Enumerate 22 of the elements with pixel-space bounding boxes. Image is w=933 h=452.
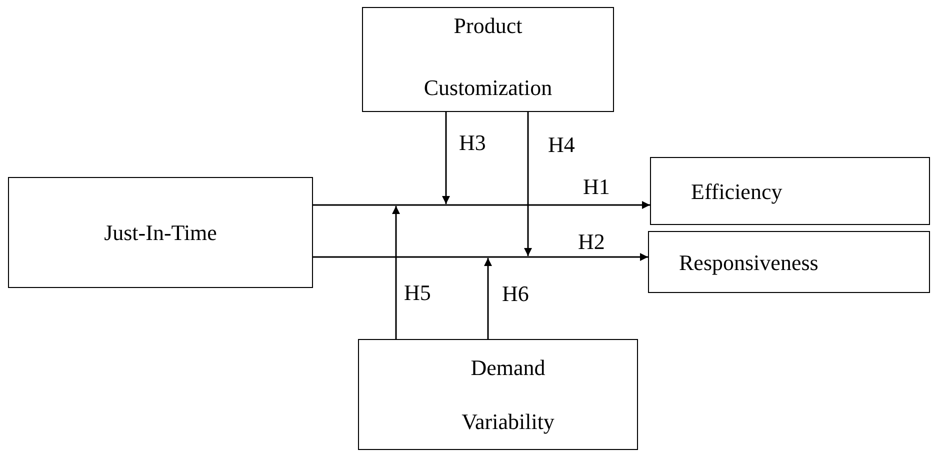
- variable-box: [362, 7, 614, 112]
- variable-box: [8, 177, 313, 288]
- variable-name: Just-In-Time: [104, 219, 217, 247]
- hypothesis-label: H4: [548, 134, 575, 156]
- variable-box: [650, 157, 930, 225]
- arrow: [392, 206, 400, 339]
- arrow: [524, 112, 532, 256]
- variable-name: Efficiency: [690, 178, 784, 206]
- variable-name: Demand Variability: [460, 354, 556, 436]
- hypothesis-label: H3: [459, 132, 486, 154]
- arrow: [313, 253, 648, 261]
- variable-box: [648, 231, 930, 293]
- variable-name: Responsiveness: [678, 248, 820, 277]
- hypothesis-label: H6: [502, 283, 529, 305]
- arrow: [484, 258, 492, 339]
- arrow: [442, 112, 450, 204]
- hypothesis-label: H1: [583, 176, 610, 198]
- hypothesis-label: H5: [404, 282, 431, 304]
- hypothesis-label: H2: [578, 231, 605, 253]
- variable-box: [358, 339, 638, 450]
- arrow: [313, 201, 650, 209]
- variable-name: Product Customization: [422, 12, 554, 102]
